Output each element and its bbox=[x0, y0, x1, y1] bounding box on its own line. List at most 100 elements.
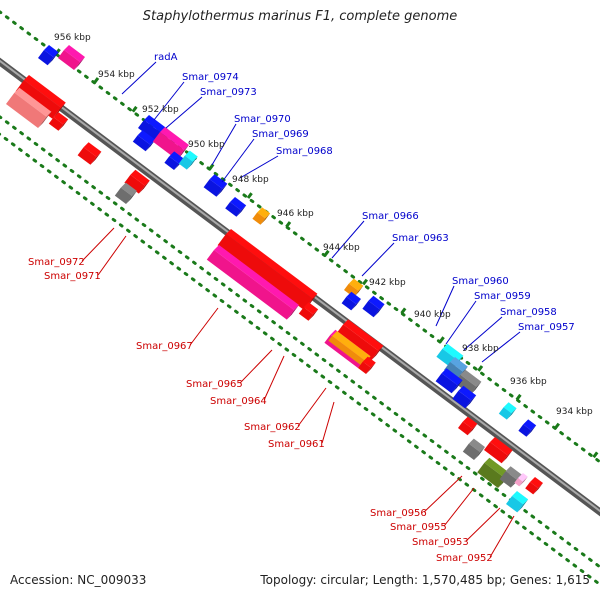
forward-feature-top bbox=[144, 115, 169, 135]
reverse-callout bbox=[97, 235, 127, 276]
reverse-feature-face bbox=[458, 421, 473, 436]
reverse-feature-face bbox=[298, 307, 314, 321]
forward-feature-face bbox=[362, 300, 380, 318]
reverse-feature-side bbox=[519, 476, 528, 487]
reverse-gene-label: Smar_0955 bbox=[390, 522, 447, 533]
scale-tick-label: 950 kbp bbox=[188, 140, 225, 150]
reverse-feature-top bbox=[83, 142, 102, 157]
forward-feature bbox=[58, 45, 85, 70]
reverse-feature-face bbox=[477, 462, 506, 488]
reverse-feature-top bbox=[303, 302, 319, 315]
reverse-feature bbox=[506, 491, 529, 513]
reverse-feature-top bbox=[14, 87, 52, 117]
forward-gene-label: radA bbox=[154, 52, 178, 63]
forward-feature-top bbox=[184, 150, 198, 162]
forward-feature-face bbox=[444, 362, 463, 380]
forward-feature-face bbox=[341, 296, 356, 311]
reverse-feature bbox=[484, 437, 513, 464]
reverse-callout bbox=[189, 307, 219, 346]
forward-feature-face bbox=[252, 212, 266, 225]
reverse-feature bbox=[358, 356, 376, 374]
forward-feature-side bbox=[506, 408, 517, 420]
reverse-feature-face bbox=[217, 234, 313, 310]
scale-tick bbox=[592, 451, 599, 459]
reverse-feature bbox=[525, 477, 543, 495]
reverse-feature-face bbox=[6, 92, 47, 128]
reverse-callout bbox=[239, 349, 273, 384]
forward-gene-label: Smar_0973 bbox=[200, 87, 257, 98]
forward-callout bbox=[361, 242, 395, 277]
forward-callout bbox=[463, 316, 503, 351]
reverse-feature-face bbox=[462, 443, 480, 460]
scale-tick bbox=[400, 307, 407, 315]
reverse-gene-label: Smar_0971 bbox=[44, 271, 101, 282]
scale-tick bbox=[323, 249, 330, 257]
reverse-feature-side bbox=[90, 151, 102, 165]
reverse-feature bbox=[514, 473, 528, 487]
reverse-callout bbox=[443, 487, 475, 527]
scale-tick bbox=[131, 105, 138, 113]
reverse-gene-label: Smar_0953 bbox=[412, 537, 469, 548]
reverse-feature-side bbox=[308, 309, 319, 321]
reverse-feature-side bbox=[52, 102, 66, 119]
forward-feature-side bbox=[47, 52, 59, 66]
forward-callout bbox=[211, 123, 237, 166]
forward-feature-face bbox=[518, 424, 532, 437]
forward-feature-top bbox=[169, 151, 184, 164]
reverse-gene-label: Smar_0972 bbox=[28, 257, 85, 268]
reverse-feature-side bbox=[38, 111, 52, 128]
forward-feature-face bbox=[178, 155, 193, 170]
reverse-gene-label: Smar_0961 bbox=[268, 439, 325, 450]
forward-callout bbox=[331, 220, 365, 259]
reverse-feature-top bbox=[490, 437, 513, 456]
scale-lines bbox=[0, 10, 600, 587]
scale-tick-label: 952 kbp bbox=[142, 105, 179, 115]
forward-feature bbox=[132, 130, 156, 152]
scale-tick-label: 940 kbp bbox=[414, 310, 451, 320]
reverse-feature-face bbox=[506, 496, 524, 513]
scale-tick bbox=[246, 192, 253, 199]
forward-feature-side bbox=[186, 156, 198, 170]
reverse-feature bbox=[48, 112, 69, 131]
forward-feature-face bbox=[225, 202, 242, 217]
reverse-callout bbox=[263, 355, 285, 401]
forward-feature-top bbox=[442, 343, 464, 361]
reverse-feature-top bbox=[214, 245, 299, 310]
reverse-feature bbox=[77, 142, 102, 165]
reverse-feature-side bbox=[533, 483, 543, 495]
reverse-feature-top bbox=[130, 169, 150, 186]
forward-gene-label: Smar_0974 bbox=[182, 72, 239, 83]
scale-tick-label: 944 kbp bbox=[323, 243, 360, 253]
reverse-feature-face bbox=[124, 174, 145, 194]
reverse-feature-side bbox=[126, 191, 137, 204]
scale-tick bbox=[362, 278, 368, 286]
scale-tick-label: 946 kbp bbox=[277, 209, 314, 219]
scale-tick bbox=[438, 336, 445, 343]
forward-callout bbox=[239, 155, 279, 179]
scale-line bbox=[0, 132, 600, 587]
reverse-feature-side bbox=[517, 499, 529, 513]
map-title: Staphylothermus marinus F1, complete gen… bbox=[142, 9, 458, 24]
reverse-feature-top bbox=[226, 229, 318, 299]
scale-tick bbox=[477, 365, 484, 372]
forward-feature-face bbox=[452, 390, 472, 409]
reverse-feature-top bbox=[512, 491, 529, 505]
reverse-feature-face bbox=[514, 478, 523, 487]
features bbox=[6, 45, 543, 513]
forward-feature-side bbox=[526, 425, 537, 437]
reverse-feature-side bbox=[138, 180, 150, 194]
forward-feature bbox=[225, 197, 247, 217]
forward-feature-face bbox=[498, 407, 512, 420]
forward-callout bbox=[153, 81, 185, 121]
reverse-feature bbox=[206, 245, 299, 320]
forward-feature-face bbox=[152, 132, 184, 160]
reverse-feature bbox=[15, 75, 66, 119]
reverse-feature-side bbox=[501, 450, 513, 464]
forward-feature bbox=[203, 174, 228, 197]
forward-feature bbox=[362, 295, 385, 318]
reverse-feature-top bbox=[484, 457, 511, 479]
forward-gene-label: Smar_0968 bbox=[276, 146, 333, 157]
reverse-feature-top bbox=[505, 466, 522, 480]
reverse-feature-top bbox=[468, 438, 485, 452]
